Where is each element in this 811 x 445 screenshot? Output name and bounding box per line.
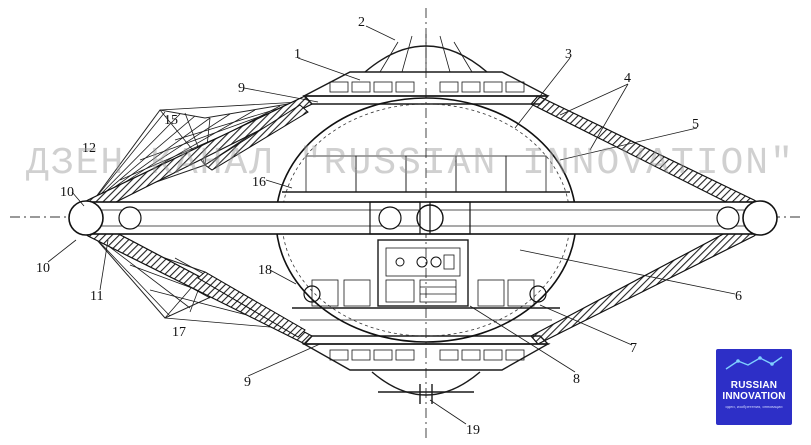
- label-1: 1: [294, 47, 301, 62]
- label-9-bottom: 9: [244, 375, 251, 390]
- upper-compartments: [282, 155, 570, 193]
- label-16: 16: [252, 175, 266, 190]
- label-9-top: 9: [238, 81, 245, 96]
- logo-line-2: INNOVATION: [722, 390, 786, 402]
- label-10-bottom: 10: [36, 261, 50, 276]
- label-15: 15: [164, 113, 178, 128]
- control-unit: [377, 239, 469, 307]
- struts: [78, 95, 764, 345]
- label-11: 11: [90, 289, 103, 304]
- russian-innovation-logo: RUSSIAN INNOVATION идеи, изобретения, ин…: [716, 349, 792, 425]
- label-7: 7: [630, 341, 637, 356]
- label-18: 18: [258, 263, 272, 278]
- bottom-dome: [371, 371, 481, 396]
- label-6: 6: [735, 289, 742, 304]
- label-5: 5: [692, 117, 699, 132]
- label-17: 17: [172, 325, 186, 340]
- label-2: 2: [358, 15, 365, 30]
- label-12: 12: [82, 141, 96, 156]
- label-8: 8: [573, 372, 580, 387]
- chart-line-icon: [725, 356, 783, 370]
- main-tube: [68, 200, 778, 236]
- lower-rim: [301, 335, 551, 371]
- label-19: 19: [466, 423, 480, 438]
- lower-machinery: [292, 279, 560, 321]
- logo-subtitle: идеи, изобретения, инновации: [725, 403, 783, 409]
- watermark-text: ДЗЕН КАНАЛ "RUSSIAN INNOVATION": [26, 142, 795, 185]
- logo-line-1: RUSSIAN: [730, 379, 778, 391]
- leader-lines: [47, 25, 736, 425]
- label-4: 4: [624, 71, 631, 86]
- label-3: 3: [565, 47, 572, 62]
- label-10-top: 10: [60, 185, 74, 200]
- upper-rim: [302, 71, 550, 105]
